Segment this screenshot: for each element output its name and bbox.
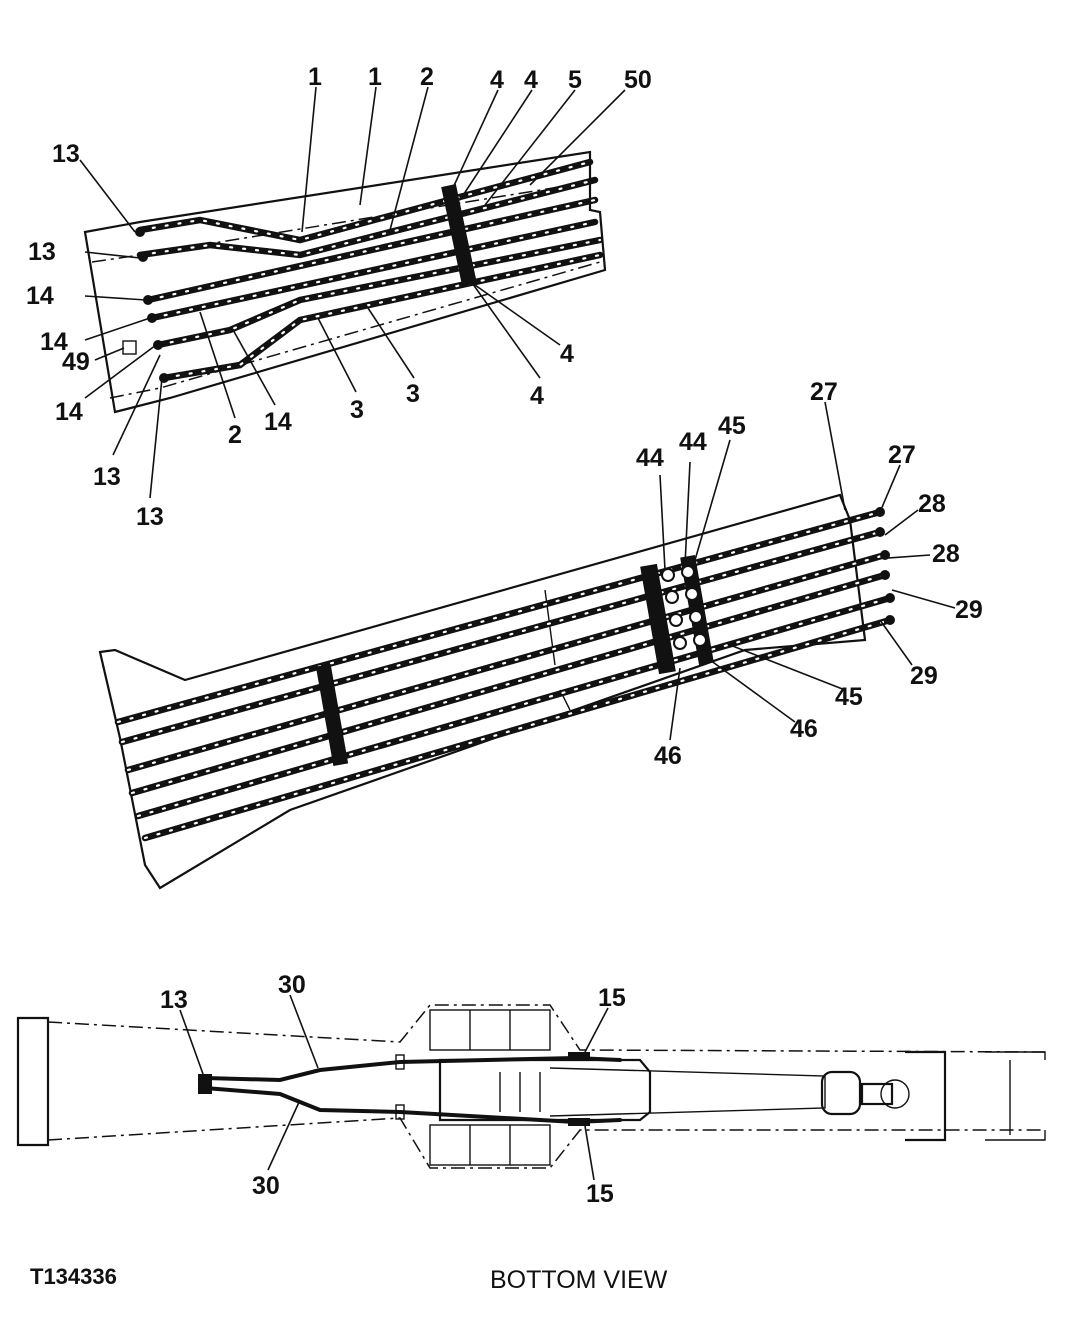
callout: 13 xyxy=(136,503,164,531)
callout: 14 xyxy=(26,282,54,310)
callout: 27 xyxy=(810,378,838,406)
callout: 49 xyxy=(62,348,90,376)
callout: 4 xyxy=(524,66,538,94)
callout: 13 xyxy=(52,140,80,168)
callout: 28 xyxy=(932,540,960,568)
callout: 14 xyxy=(40,328,68,356)
callout: 4 xyxy=(490,66,504,94)
callout: 44 xyxy=(636,444,664,472)
callout: 27 xyxy=(888,441,916,469)
callout: 14 xyxy=(55,398,83,426)
callout: 4 xyxy=(560,340,574,368)
callout: 50 xyxy=(624,66,652,94)
callout: 2 xyxy=(228,421,242,449)
bottom-view-detail: 13 30 30 15 15 xyxy=(16,971,1046,1208)
callout: 4 xyxy=(530,382,544,410)
callout: 46 xyxy=(654,742,682,770)
view-caption: BOTTOM VIEW xyxy=(490,1266,668,1294)
callout: 1 xyxy=(308,63,322,91)
callout: 13 xyxy=(160,986,188,1014)
callout: 2 xyxy=(420,63,434,91)
callout: 5 xyxy=(568,66,582,94)
callout: 3 xyxy=(350,396,364,424)
callout: 1 xyxy=(368,63,382,91)
callout: 29 xyxy=(955,596,983,624)
callout: 30 xyxy=(252,1172,280,1200)
callout: 44 xyxy=(679,428,707,456)
callout: 46 xyxy=(790,715,818,743)
callout: 29 xyxy=(910,662,938,690)
callout: 15 xyxy=(586,1180,614,1208)
top-hose-routing-detail: 1 1 2 4 4 5 50 13 13 14 14 49 14 13 13 2… xyxy=(26,63,652,531)
callout: 14 xyxy=(264,408,292,436)
callout: 45 xyxy=(718,412,746,440)
callout: 15 xyxy=(598,984,626,1012)
callout: 45 xyxy=(835,683,863,711)
callout: 28 xyxy=(918,490,946,518)
callout: 30 xyxy=(278,971,306,999)
callout: 13 xyxy=(93,463,121,491)
callout: 3 xyxy=(406,380,420,408)
callout: 13 xyxy=(28,238,56,266)
figure-id: T134336 xyxy=(30,1264,117,1289)
middle-hose-routing-detail: 27 27 28 28 29 29 44 44 45 45 46 46 xyxy=(98,378,983,890)
